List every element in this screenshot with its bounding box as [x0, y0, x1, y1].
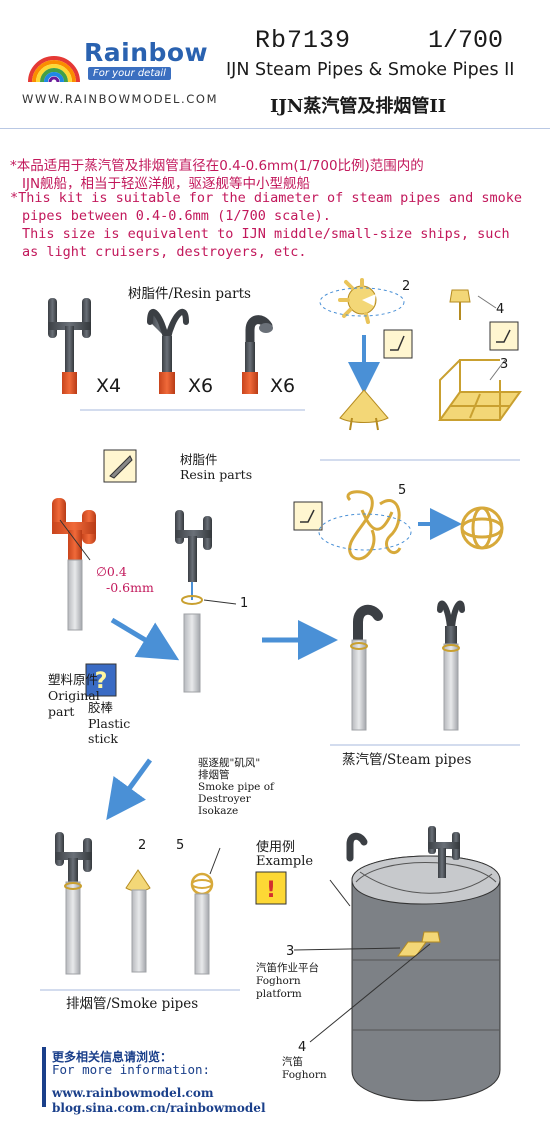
svg-text:!: !	[266, 878, 276, 903]
foghorn-platform-label: 汽笛作业平台 Foghorn platform	[256, 962, 319, 1001]
example-en-label: Example	[256, 854, 314, 869]
note-en-line: pipes between 0.4-0.6mm (1/700 scale).	[22, 208, 331, 224]
smoke-pipe-a	[55, 832, 92, 975]
part-number: 5	[398, 483, 407, 498]
destroyer-en-line: Smoke pipe of	[198, 781, 274, 793]
rainbow-logo-icon	[28, 56, 80, 83]
note-en-line: This size is equivalent to IJN middle/sm…	[22, 226, 510, 242]
pe-part-3	[438, 359, 522, 421]
photo-etch-fold-icon	[293, 501, 323, 531]
original-en-label: part	[48, 704, 75, 719]
smoke-pipe-b	[125, 869, 151, 973]
title-cn: IJN蒸汽管及排烟管II	[270, 96, 447, 117]
footer-more-cn: 更多相关信息请浏览：	[52, 1050, 173, 1064]
plastic-cn-label: 胶棒	[88, 700, 114, 715]
original-part	[52, 498, 96, 631]
header-divider	[0, 128, 550, 129]
knife-icon	[103, 449, 137, 483]
pe-part-5	[318, 490, 412, 561]
original-en-label: Original	[48, 688, 100, 703]
part-number: 2	[402, 279, 411, 294]
steam-pipes-label: 蒸汽管/Steam pipes	[342, 752, 472, 768]
note-cn-line: *本品适用于蒸汽管及排烟管直径在0.4-0.6mm(1/700比例)范围内的	[10, 158, 424, 174]
foghorn-en: Foghorn	[282, 1069, 327, 1081]
destroyer-en-line: Isokaze	[198, 805, 239, 817]
foghorn-platform-en: platform	[256, 988, 302, 1000]
product-code: Rb7139	[255, 26, 352, 55]
svg-text:?: ?	[95, 669, 108, 694]
foghorn-platform-en: Foghorn	[256, 975, 301, 987]
diameter-label: -0.6mm	[106, 580, 154, 595]
resin-cn-label: 树脂件	[180, 452, 218, 467]
part-number: 5	[176, 838, 185, 853]
warning-icon: !	[255, 871, 287, 905]
photo-etch-fold-icon	[383, 329, 413, 359]
foghorn-platform-cn: 汽笛作业平台	[256, 962, 319, 974]
destroyer-cn-line: 驱逐舰"矶风"	[198, 757, 261, 769]
steam-pipe-a	[350, 604, 383, 731]
title-en: IJN Steam Pipes & Smoke Pipes II	[226, 60, 515, 80]
foghorn-label: 汽笛 Foghorn	[282, 1056, 327, 1082]
footer-more-en: For more information:	[52, 1062, 211, 1077]
qty-label: X6	[188, 375, 214, 397]
example-funnel	[293, 826, 501, 1102]
brand-website[interactable]: WWW.RAINBOWMODEL.COM	[22, 92, 219, 106]
resin-assembly-step	[175, 510, 237, 693]
resin-en-label: Resin parts	[180, 467, 253, 482]
foghorn-cn: 汽笛	[282, 1056, 303, 1068]
question-icon: ?	[85, 663, 117, 697]
part-number: 3	[286, 944, 295, 959]
example-cn-label: 使用例	[256, 840, 296, 855]
original-cn-label: 塑料原件	[48, 672, 99, 687]
qty-label: X6	[270, 375, 296, 397]
note-en-line: *This kit is suitable for the diameter o…	[10, 190, 523, 206]
resin-parts-label: 树脂件/Resin parts	[128, 286, 251, 302]
arrow-icon	[110, 617, 180, 661]
resin-part-icon	[242, 315, 273, 394]
footer-blog-link[interactable]: blog.sina.com.cn/rainbowmodel	[52, 1101, 266, 1115]
part-number: 3	[500, 357, 509, 372]
pe-part-4	[449, 289, 497, 320]
brand-tagline: For your detail	[88, 67, 171, 80]
step-number: 1	[240, 596, 249, 611]
note-en-line: as light cruisers, destroyers, etc.	[22, 244, 307, 260]
pe-part-5-assembled	[460, 506, 504, 550]
scale: 1/700	[428, 26, 504, 55]
diameter-label: ∅0.4	[96, 564, 127, 579]
brand-name: Rainbow	[84, 38, 209, 67]
arrow-icon	[106, 758, 153, 821]
part-number: 4	[496, 302, 505, 317]
destroyer-en-line: Destroyer	[198, 793, 251, 805]
footer-accent-bar	[42, 1047, 46, 1107]
smoke-pipe-c	[190, 847, 221, 975]
plastic-en-label: stick	[88, 731, 119, 746]
photo-etch-fold-icon	[489, 321, 519, 351]
footer-website-link[interactable]: www.rainbowmodel.com	[52, 1086, 214, 1100]
smoke-pipes-label: 排烟管/Smoke pipes	[66, 996, 199, 1012]
pe-part-2	[319, 278, 405, 431]
destroyer-label: 驱逐舰"矶风" 排烟管 Smoke pipe of Destroyer Isok…	[198, 757, 274, 817]
part-number: 2	[138, 838, 147, 853]
steam-pipe-b	[437, 600, 465, 731]
note-cn-line: IJN舰船，相当于轻巡洋舰，驱逐舰等中小型舰船	[22, 176, 311, 192]
part-number: 4	[298, 1040, 307, 1055]
qty-label: X4	[96, 375, 122, 397]
destroyer-cn-line: 排烟管	[198, 769, 230, 781]
resin-part-icon	[48, 298, 91, 394]
plastic-en-label: Plastic	[88, 716, 131, 731]
resin-part-icon	[147, 308, 189, 394]
